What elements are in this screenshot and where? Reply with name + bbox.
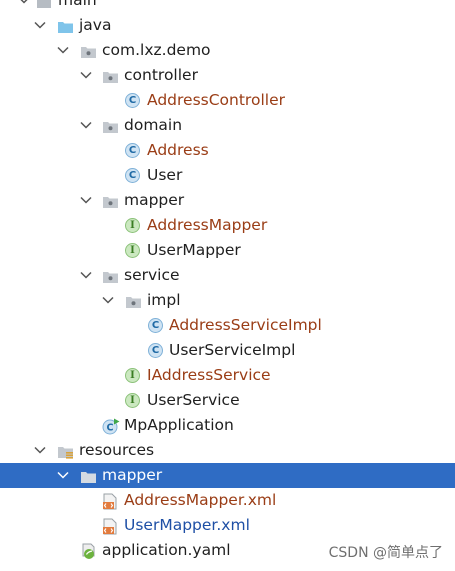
chevron-down-icon[interactable] — [17, 0, 31, 13]
tree-row-mapper-package[interactable]: mapper — [0, 188, 455, 213]
tree-label-application-yaml: application.yaml — [102, 541, 231, 559]
tree-label-user-service: UserService — [147, 391, 240, 409]
package-folder-icon — [102, 268, 118, 284]
xml-file-icon — [102, 493, 118, 510]
interface-icon: I — [125, 393, 140, 408]
package-folder-icon — [102, 68, 118, 84]
class-icon: C — [148, 343, 163, 358]
chevron-down-icon[interactable] — [56, 463, 70, 488]
tree-row-service[interactable]: service — [0, 263, 455, 288]
tree-label-mapper-package: mapper — [124, 191, 185, 209]
tree-label-package: com.lxz.demo — [102, 41, 211, 59]
source-folder-icon — [57, 18, 73, 34]
tree-row-mp-application[interactable]: C MpApplication — [0, 413, 455, 438]
chevron-down-icon[interactable] — [33, 438, 47, 463]
tree-label-controller: controller — [124, 66, 198, 84]
tree-row-controller[interactable]: controller — [0, 63, 455, 88]
chevron-down-icon[interactable] — [56, 38, 70, 63]
interface-icon: I — [125, 218, 140, 233]
resources-folder-icon — [57, 443, 73, 459]
chevron-down-icon[interactable] — [79, 63, 93, 88]
class-icon: C — [125, 143, 140, 158]
tree-row-package[interactable]: com.lxz.demo — [0, 38, 455, 63]
class-icon: C — [148, 318, 163, 333]
chevron-down-icon[interactable] — [79, 263, 93, 288]
tree-row-java[interactable]: java — [0, 13, 455, 38]
tree-row-application-yaml[interactable]: application.yaml — [0, 538, 455, 563]
tree-label-user-service-impl: UserServiceImpl — [169, 341, 296, 359]
interface-icon: I — [125, 243, 140, 258]
tree-label-address-mapper: AddressMapper — [147, 216, 268, 234]
tree-label-impl: impl — [147, 291, 181, 309]
tree-label-address-controller: AddressController — [147, 91, 285, 109]
tree-label-java: java — [79, 16, 112, 34]
chevron-down-icon[interactable] — [79, 188, 93, 213]
tree-row-address-controller[interactable]: C AddressController — [0, 88, 455, 113]
tree-row-user-mapper[interactable]: I UserMapper — [0, 238, 455, 263]
tree-row-domain[interactable]: domain — [0, 113, 455, 138]
tree-row-user-service[interactable]: I UserService — [0, 388, 455, 413]
tree-label-domain: domain — [124, 116, 183, 134]
tree-label-user-mapper-xml: UserMapper.xml — [124, 516, 250, 534]
tree-label-address-mapper-xml: AddressMapper.xml — [124, 491, 277, 509]
tree-row-mapper-resources[interactable]: mapper — [0, 463, 455, 488]
tree-row-main[interactable]: main — [0, 0, 455, 13]
folder-icon — [80, 468, 96, 484]
tree-row-resources[interactable]: resources — [0, 438, 455, 463]
tree-row-user[interactable]: C User — [0, 163, 455, 188]
spring-boot-application-icon: C — [102, 418, 120, 435]
watermark: CSDN @简单点了 — [328, 545, 443, 561]
tree-label-iaddress-service: IAddressService — [147, 366, 271, 384]
tree-row-address-mapper[interactable]: I AddressMapper — [0, 213, 455, 238]
tree-row-user-service-impl[interactable]: C UserServiceImpl — [0, 338, 455, 363]
package-folder-icon — [125, 293, 141, 309]
chevron-down-icon[interactable] — [101, 288, 115, 313]
svg-text:C: C — [107, 423, 114, 434]
tree-label-service: service — [124, 266, 180, 284]
tree-row-impl[interactable]: impl — [0, 288, 455, 313]
chevron-down-icon[interactable] — [33, 13, 47, 38]
tree-row-user-mapper-xml[interactable]: UserMapper.xml — [0, 513, 455, 538]
tree-row-address-service-impl[interactable]: C AddressServiceImpl — [0, 313, 455, 338]
tree-label-mapper-resources: mapper — [102, 466, 163, 484]
tree-row-address-mapper-xml[interactable]: AddressMapper.xml — [0, 488, 455, 513]
class-icon: C — [125, 93, 140, 108]
tree-label-address-service-impl: AddressServiceImpl — [169, 316, 322, 334]
xml-file-icon — [102, 518, 118, 535]
tree-label-mp-application: MpApplication — [124, 416, 234, 434]
chevron-down-icon[interactable] — [79, 113, 93, 138]
class-icon: C — [125, 168, 140, 183]
package-folder-icon — [80, 43, 96, 59]
package-folder-icon — [102, 193, 118, 209]
tree-label-user: User — [147, 166, 183, 184]
tree-label-address: Address — [147, 141, 209, 159]
tree-row-address[interactable]: C Address — [0, 138, 455, 163]
tree-row-iaddress-service[interactable]: I IAddressService — [0, 363, 455, 388]
package-folder-icon — [102, 118, 118, 134]
spring-yaml-icon — [80, 543, 96, 559]
tree-label-user-mapper: UserMapper — [147, 241, 241, 259]
interface-icon: I — [125, 368, 140, 383]
tree-label-main: main — [58, 0, 97, 9]
folder-icon — [36, 0, 52, 9]
tree-label-resources: resources — [79, 441, 155, 459]
